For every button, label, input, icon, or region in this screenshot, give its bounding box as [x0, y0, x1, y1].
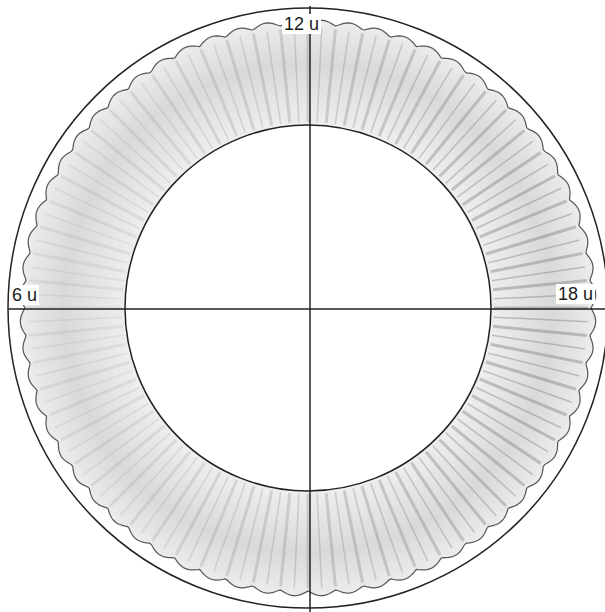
rim-ridge [457, 419, 533, 475]
rim-ridge [294, 28, 299, 122]
hour-label: 12 u [282, 14, 321, 34]
rim-ridge [353, 36, 376, 127]
rim-ridge [426, 452, 486, 525]
rim-ridge [440, 110, 506, 176]
rim-ridge [472, 176, 555, 220]
rim-ridge [452, 426, 525, 486]
rim-ridge [36, 353, 127, 376]
rim-ridge [493, 326, 587, 335]
outer-circle [8, 8, 605, 608]
rim-ridge [267, 31, 281, 124]
rim-ridge [110, 110, 176, 176]
rim-ridge [176, 472, 220, 555]
hour-label: 18 u [556, 284, 595, 304]
rim-ridge [61, 396, 144, 440]
rim-ridge [28, 317, 122, 322]
rim-ridge [36, 240, 127, 263]
rim-ridge [457, 141, 533, 197]
rim-ridge [28, 294, 122, 299]
horizontal-axis [8, 308, 605, 310]
rim-ridge [307, 494, 310, 588]
rim-ridge [326, 493, 335, 587]
rim-ridge [404, 68, 452, 149]
rim-ridge [307, 28, 310, 122]
rim-ridge [92, 426, 165, 486]
rim-ridge [294, 494, 299, 588]
rim-ridge [362, 486, 389, 576]
rim-ridge [61, 176, 144, 220]
rim-ridge [396, 61, 440, 144]
rim-ridge [68, 164, 149, 212]
rim-ridge [240, 488, 263, 579]
hour-label: 6 u [10, 285, 39, 305]
rim-ridge [344, 33, 362, 125]
rim-ridge [490, 344, 582, 362]
rim-ridge [130, 92, 190, 165]
rim-ridge [227, 40, 254, 130]
rim-ridge [440, 440, 506, 506]
rim-ridge [419, 83, 475, 159]
rim-ridge [281, 29, 290, 123]
rim-ridge [317, 494, 322, 588]
rim-ridge [75, 411, 153, 463]
rim-ridge [29, 281, 123, 290]
rim-ridge [426, 92, 486, 165]
rim-ridge [240, 36, 263, 127]
rim-ridge [164, 468, 212, 549]
rim-ridge [452, 130, 525, 190]
rim-ridge [468, 164, 549, 212]
rim-ridge [101, 433, 171, 496]
rim-ridge [472, 396, 555, 440]
rim-ridge [152, 75, 204, 153]
rim-ridge [353, 488, 376, 579]
rim-ridge [120, 101, 183, 171]
rim-ridge [494, 317, 588, 322]
rim-ridge [488, 353, 579, 376]
rim-ridge [433, 446, 496, 516]
rim-ridge [33, 253, 125, 271]
rim-ridge [411, 463, 463, 541]
rim-ridge [31, 335, 124, 349]
rim-ridge [281, 493, 290, 587]
rim-ridge [362, 40, 389, 130]
rim-ridge [141, 457, 197, 533]
rim-ridge [164, 68, 212, 149]
rim-ridge [29, 326, 123, 335]
rim-ridge [176, 61, 220, 144]
rim-ridge [486, 227, 576, 254]
rim-ridge [110, 440, 176, 506]
rim-ridge [152, 463, 204, 541]
rim-ridge [253, 490, 271, 582]
rim-ridge [446, 120, 516, 183]
rim-ridge [463, 411, 541, 463]
rim-ridge [141, 83, 197, 159]
plate-rim [20, 20, 595, 595]
rim-ridge [419, 457, 475, 533]
rim-ridge [83, 419, 159, 475]
rim-ridge [40, 362, 130, 389]
rim-ridge [92, 130, 165, 190]
vertical-axis [309, 6, 311, 612]
rim-ridge [488, 240, 579, 263]
rim-ridge [68, 404, 149, 452]
rim-ridge [130, 452, 190, 525]
rim-ridge [75, 152, 153, 204]
rim-ridge [411, 75, 463, 153]
plate-center [125, 125, 491, 491]
rim-ridge [492, 267, 585, 281]
rim-ridge [227, 486, 254, 576]
rim-ridge [468, 404, 549, 452]
rim-ridge [335, 492, 349, 585]
rim-ridge [40, 227, 130, 254]
rim-ridge [317, 28, 322, 122]
rim-ridge [486, 362, 576, 389]
rim-ridge [404, 468, 452, 549]
rim-ridge [326, 29, 335, 123]
rim-ridge [396, 472, 440, 555]
rim-ridge [463, 152, 541, 204]
rim-ridge [83, 141, 159, 197]
